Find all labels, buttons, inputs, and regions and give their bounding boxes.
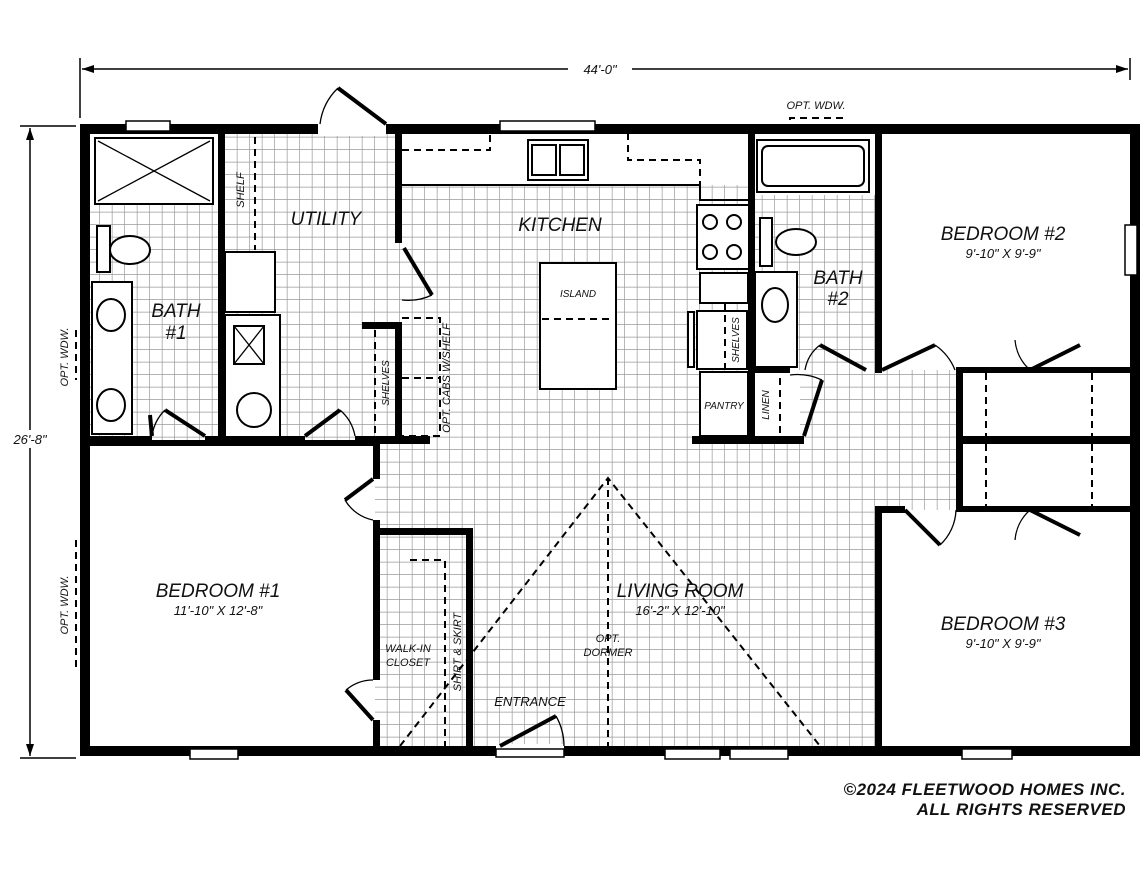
bath2-number: #2 [827, 289, 849, 310]
bath2-label: BATH [813, 268, 863, 289]
bedroom3-size: 9'-10" X 9'-9" [966, 636, 1042, 651]
living-room-size: 16'-2" X 12'-10" [635, 603, 726, 618]
copyright-line-1: ©2024 FLEETWOOD HOMES INC. [843, 780, 1126, 799]
opt-wdw-top-label: OPT. WDW. [786, 100, 845, 112]
opt-dormer-label-2: DORMER [584, 647, 633, 659]
shirt-skirt-label: SHIRT & SKIRT [452, 612, 464, 692]
depth-dimension: 26'-8" [4, 125, 76, 759]
opt-wdw-bath1-label: OPT. WDW. [59, 327, 71, 386]
bath1-number: #1 [165, 323, 186, 344]
utility-shelves-label: SHELVES [381, 360, 392, 406]
bath1-label: BATH [151, 301, 201, 322]
kitchen-island [539, 262, 617, 390]
opt-dormer-label-1: OPT. [596, 633, 621, 645]
annotation-labels: SHELF SHELVES OPT. CABS W/SHELF ISLAND S… [59, 100, 846, 709]
interior-walls [90, 133, 1140, 750]
copyright-line-2: ALL RIGHTS RESERVED [916, 800, 1126, 819]
depth-label: 26'-8" [12, 432, 48, 447]
doors-and-dormer [148, 86, 1081, 748]
kitchen-shelves-label: SHELVES [731, 317, 742, 363]
entrance-label: ENTRANCE [494, 694, 566, 709]
bedroom2-label: BEDROOM #2 [941, 224, 1066, 245]
bedroom3-label: BEDROOM #3 [941, 614, 1066, 635]
windows [75, 117, 1138, 760]
room-labels: BATH #1 UTILITY KITCHEN BATH #2 BEDROOM … [151, 209, 1065, 669]
opt-wdw-bed1-label: OPT. WDW. [59, 575, 71, 634]
bedroom1-label: BEDROOM #1 [156, 581, 281, 602]
bedroom1-size: 11'-10" X 12'-8" [174, 603, 264, 618]
closet-label-1: WALK-IN [385, 643, 431, 655]
width-dimension: 44'-0" [79, 58, 1131, 118]
bedroom2-size: 9'-10" X 9'-9" [966, 246, 1042, 261]
fixtures [91, 133, 1093, 746]
copyright-notice: ©2024 FLEETWOOD HOMES INC. ALL RIGHTS RE… [844, 780, 1126, 820]
kitchen-label: KITCHEN [518, 215, 602, 236]
utility-label: UTILITY [291, 209, 363, 230]
living-room-label: LIVING ROOM [617, 581, 744, 602]
tile-floors [90, 133, 960, 746]
island-label: ISLAND [560, 289, 596, 300]
shelf-label: SHELF [235, 171, 247, 208]
width-label: 44'-0" [583, 62, 618, 77]
closet-label-2: CLOSET [386, 657, 431, 669]
opt-cabs-label: OPT. CABS W/SHELF [441, 322, 453, 433]
pantry-label: PANTRY [704, 401, 745, 412]
linen-label: LINEN [761, 389, 772, 419]
